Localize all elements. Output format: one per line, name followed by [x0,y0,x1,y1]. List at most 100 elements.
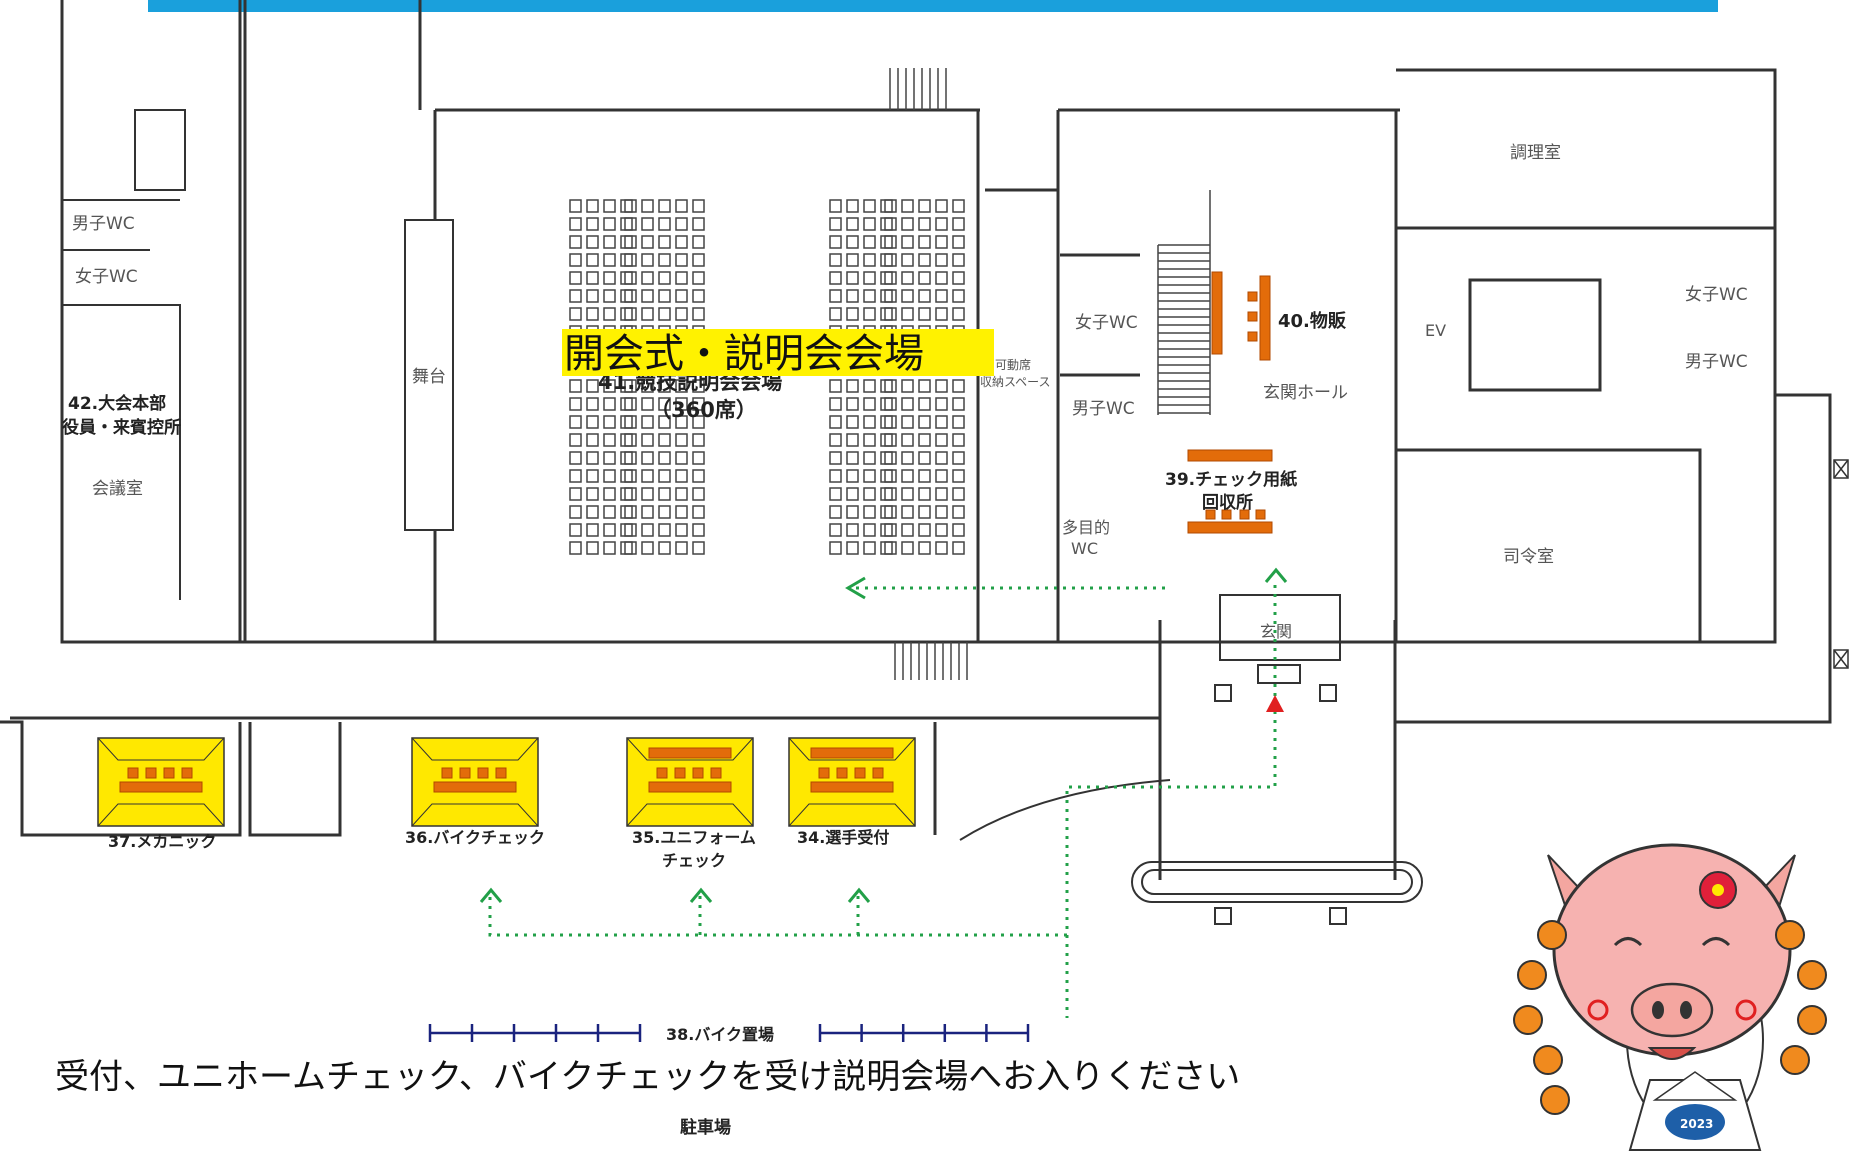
check-paper-label-2: 回収所 [1202,493,1253,513]
mascot-badge: 2023 [1680,1117,1713,1131]
check-paper-tables [1187,449,1273,534]
seat [829,397,842,411]
command-room-label: 司令室 [1503,547,1554,567]
seat [620,289,633,303]
booth-uniform-check-chair [674,767,686,779]
seat [935,289,948,303]
seat [641,523,654,537]
seat [846,469,859,483]
seat [880,379,893,393]
seat [624,469,637,483]
booth-uniform-label-2: チェック [662,851,726,870]
seat [586,307,599,321]
seat [586,451,599,465]
seat [829,523,842,537]
ev-label: EV [1425,321,1446,340]
seat [569,217,582,231]
seat [952,271,965,285]
seat [620,235,633,249]
seat [829,469,842,483]
seat [880,217,893,231]
seat [880,199,893,213]
seat [586,433,599,447]
seat [952,289,965,303]
seat [846,271,859,285]
booth-bike-check [411,737,539,827]
booth-mechanic-chair [163,767,175,779]
seat [829,235,842,249]
seat [624,235,637,249]
seat [641,307,654,321]
multi-wc-label-1: 多目的 [1062,518,1110,537]
seat [675,235,688,249]
seat [829,253,842,267]
parking-lot-label: 駐車場 [680,1117,731,1138]
seat [829,505,842,519]
seat [569,289,582,303]
seat [952,397,965,411]
booth-athlete-reception-outline [788,737,916,827]
seat [586,487,599,501]
seat [586,469,599,483]
seat [829,487,842,501]
seat [829,433,842,447]
seat [692,541,705,555]
seat [675,469,688,483]
seat [884,271,897,285]
seat [658,487,671,501]
seat [863,505,876,519]
seat [863,379,876,393]
seat [901,307,914,321]
seat [675,199,688,213]
seat [641,199,654,213]
seat [901,379,914,393]
seat [641,397,654,411]
booth-athlete-reception [788,737,916,827]
bike-parking-racks [428,1024,1030,1042]
booth-uniform-check-chair [692,767,704,779]
mens-wc-2-label: 男子WC [1072,399,1135,419]
seat [901,451,914,465]
seat [901,415,914,429]
seat [658,379,671,393]
seat [569,307,582,321]
seat [641,505,654,519]
seat [675,397,688,411]
hall-label-line2: （360席） [650,398,757,422]
top-banner [148,0,1718,12]
seat [935,415,948,429]
seat [863,253,876,267]
seat [603,253,616,267]
seat [880,415,893,429]
seat [603,451,616,465]
seat [658,289,671,303]
seat [935,235,948,249]
seat [675,487,688,501]
upper-stairs [889,68,947,110]
seat [658,199,671,213]
seat [675,271,688,285]
seat [880,235,893,249]
seat [692,397,705,411]
seat [675,541,688,555]
seat [935,505,948,519]
seat [692,433,705,447]
booth-mechanic-chair [181,767,193,779]
booth-athlete-reception-table [810,781,894,793]
seat [641,217,654,231]
seat [884,235,897,249]
seat [586,379,599,393]
entrance-label: 玄関 [1260,622,1292,641]
seat [624,253,637,267]
auditorium-seats [569,199,965,555]
lobby-label: 玄関ホール [1263,383,1348,403]
seat [586,235,599,249]
seat [952,487,965,501]
seat [620,487,633,501]
seat [952,235,965,249]
seat [603,217,616,231]
seat [658,505,671,519]
seat [692,451,705,465]
seat [901,397,914,411]
seat [952,451,965,465]
